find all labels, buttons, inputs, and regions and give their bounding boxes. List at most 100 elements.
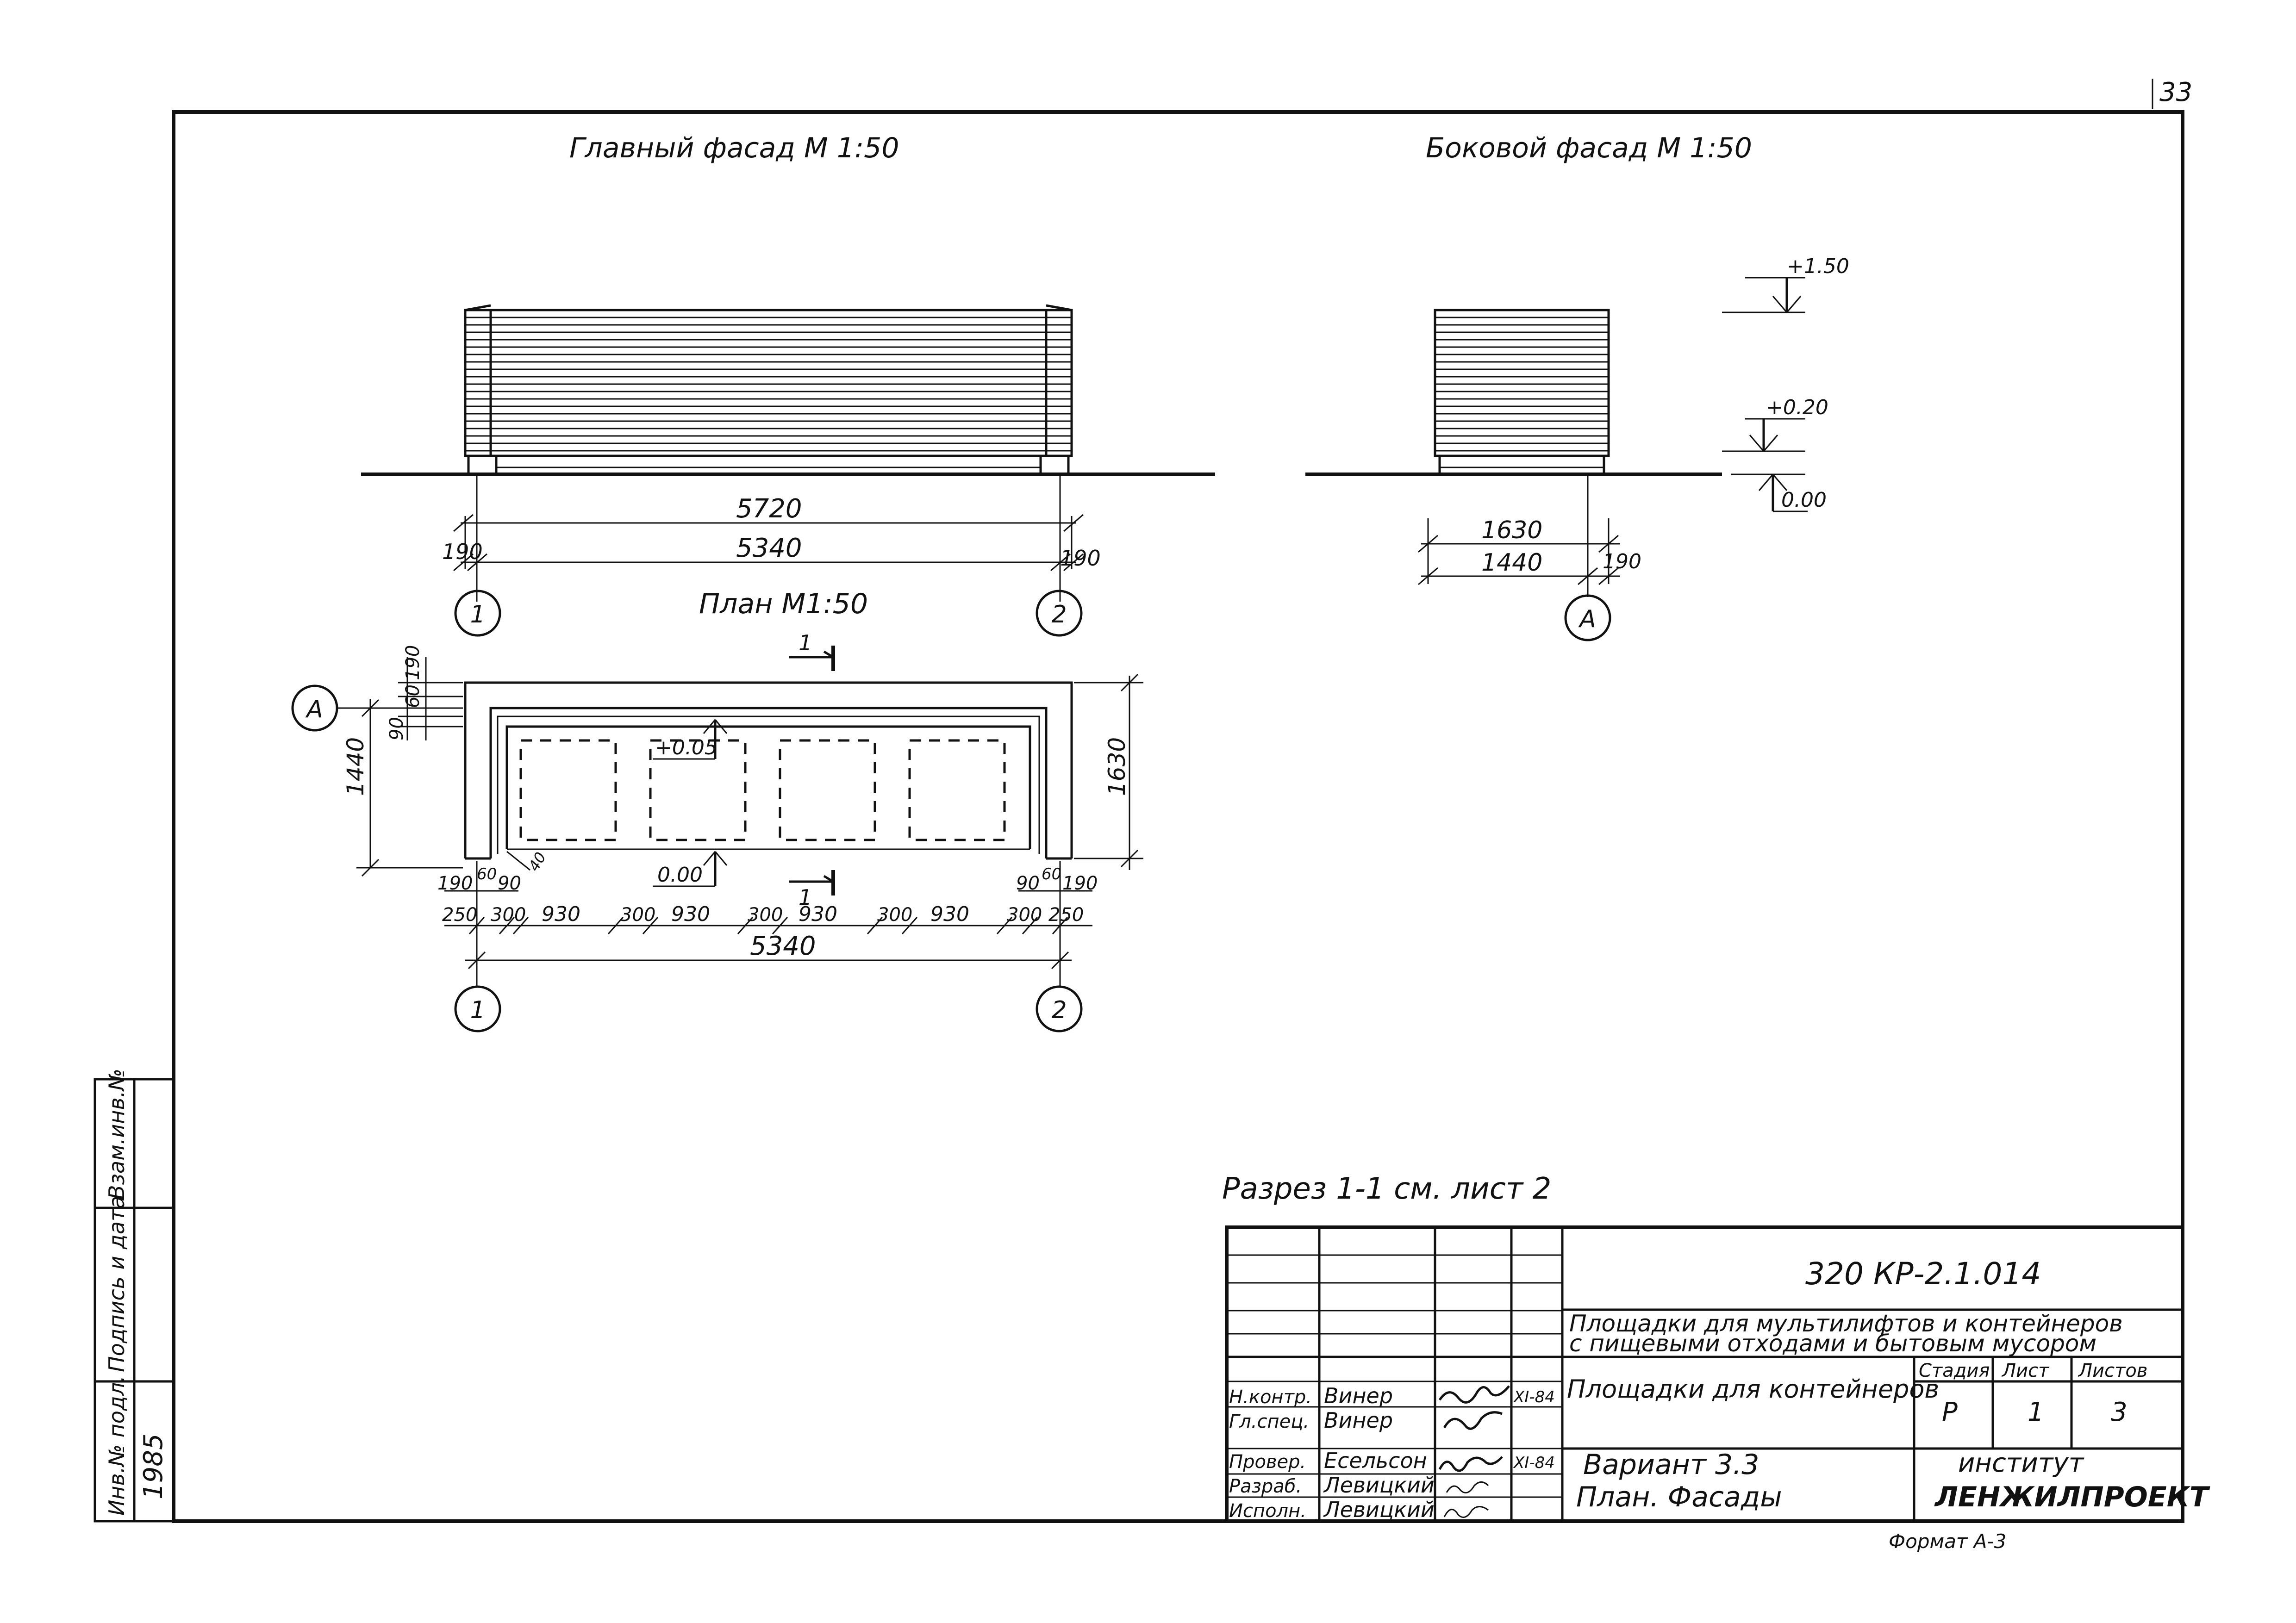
title-block: 320 КР-2.1.014 Площадки для мультилифтов… — [1225, 1225, 2210, 1523]
plan-axis-2: 2 — [1051, 996, 1067, 1024]
main-dim-overall: 5720 — [736, 494, 802, 524]
signature-2 — [1438, 1456, 1503, 1472]
project-line-2: с пищевыми отходами и бытовым мусором — [1569, 1330, 2096, 1357]
side-axis-a: А — [1578, 605, 1596, 633]
plan-axis-a: А — [305, 696, 323, 723]
dimension-tick — [499, 917, 515, 934]
side-elev-top: +1.50 — [1787, 255, 1849, 278]
side-stamp-inv-value: 1985 — [138, 1433, 168, 1499]
dimension-tick — [1022, 917, 1038, 934]
side-dim-inner: 1440 — [1481, 549, 1542, 577]
plan-row1-left-0: 190 — [437, 873, 473, 894]
dimension-tick — [512, 917, 529, 934]
plan-axis-1: 1 — [470, 996, 485, 1024]
org-name: ЛЕНЖИЛПРОЕКТ — [1934, 1481, 2210, 1513]
sheet-no-value: 1 — [2028, 1397, 2044, 1427]
plan-dim-vert-left: 1440 — [342, 737, 369, 796]
section-note: Разрез 1-1 см. лист 2 — [1222, 1172, 1551, 1206]
staff-name-3: Левицкий — [1323, 1473, 1435, 1498]
plan-row1-right-1: 60 — [1042, 865, 1061, 883]
main-facade-title: Главный фасад М 1:50 — [569, 132, 899, 164]
signature-1 — [1443, 1411, 1503, 1430]
variant-line-2: План. Фасады — [1576, 1481, 1782, 1513]
stage-value: Р — [1942, 1397, 1958, 1427]
signature-3 — [1446, 1481, 1489, 1494]
side-elev-mid: +0.20 — [1766, 396, 1828, 419]
staff-role-4: Исполн. — [1229, 1500, 1306, 1522]
main-axis-1: 1 — [470, 601, 485, 628]
plan-row2-3: 300 — [620, 904, 655, 926]
dimension-tick — [996, 917, 1013, 934]
side-stamp: Инв.№ подл. Подпись и дата Взам.инв.№ 19… — [94, 1069, 175, 1523]
institute-label: институт — [1958, 1448, 2084, 1478]
page-number: 33 — [2159, 77, 2192, 107]
plan-row2-6: 930 — [799, 902, 837, 926]
dimension-tick — [772, 917, 788, 934]
plan-row2-0: 250 — [442, 904, 477, 926]
staff-name-0: Винер — [1324, 1383, 1393, 1408]
plan-level-inside: +0.05 — [655, 736, 718, 759]
plan-corner-dim: 40 — [525, 849, 549, 874]
plan-row1-right-2: 190 — [1062, 873, 1098, 894]
staff-date-2: XI-84 — [1513, 1454, 1555, 1472]
plan-left-stack-0: 90 — [386, 717, 407, 740]
main-dim-left-end: 190 — [442, 539, 483, 564]
plan-row2-4: 930 — [671, 902, 710, 926]
plan-level-outside: 0.00 — [657, 863, 703, 887]
plan-row2-2: 930 — [542, 902, 580, 926]
sheet-label: Лист — [2001, 1360, 2050, 1381]
main-dim-inner: 5340 — [736, 533, 802, 563]
plan-view: План М1:50 +0.05 0.00 1 1 — [291, 588, 1143, 1032]
staff-role-1: Гл.спец. — [1229, 1411, 1309, 1432]
signature-4 — [1443, 1506, 1489, 1518]
plan-row2-1: 300 — [491, 904, 526, 926]
staff-name-4: Левицкий — [1323, 1497, 1435, 1522]
sheet-title: Площадки для контейнеров — [1567, 1374, 1939, 1404]
side-dim-end: 190 — [1603, 550, 1641, 573]
dimension-tick — [642, 917, 659, 934]
plan-row1-left-1: 60 — [477, 865, 497, 883]
variant-line-1: Вариант 3.3 — [1583, 1449, 1759, 1481]
main-facade: Главный фасад М 1:50 5720 5340 190 190 — [361, 132, 1215, 637]
side-stamp-label-repl: Взам.инв.№ — [104, 1069, 129, 1200]
side-elev-ground: 0.00 — [1781, 488, 1827, 512]
dimension-tick — [737, 917, 754, 934]
side-facade: Боковой фасад М 1:50 +1.50 +0.20 0.00 — [1305, 132, 1849, 641]
side-stamp-label-inv: Инв.№ подл. — [104, 1375, 129, 1516]
plan-row2-5: 300 — [748, 904, 783, 926]
signature-0 — [1438, 1385, 1510, 1404]
section-mark-top: 1 — [799, 630, 812, 655]
plan-left-stack-1: 60 — [402, 684, 424, 708]
staff-role-3: Разраб. — [1229, 1476, 1302, 1497]
section-mark-bottom: 1 — [799, 885, 812, 910]
plan-row2-10: 250 — [1048, 904, 1084, 926]
plan-dim-vert-right: 1630 — [1104, 737, 1130, 796]
dimension-tick — [867, 917, 883, 934]
plan-row2-9: 300 — [1007, 904, 1042, 926]
dimension-tick — [901, 917, 918, 934]
staff-name-1: Винер — [1324, 1408, 1393, 1433]
plan-dim-overall: 5340 — [750, 931, 816, 961]
staff-name-2: Есельсон — [1324, 1448, 1427, 1473]
drawing-code: 320 КР-2.1.014 — [1805, 1256, 2041, 1292]
dimension-tick — [607, 917, 624, 934]
staff-role-0: Н.контр. — [1229, 1387, 1312, 1408]
plan-row2-8: 930 — [930, 902, 969, 926]
main-axis-2: 2 — [1051, 601, 1067, 628]
plan-title: План М1:50 — [699, 588, 868, 620]
side-stamp-label-sign: Подпись и дата — [104, 1196, 129, 1372]
main-dim-right-end: 190 — [1060, 546, 1101, 571]
side-dim-overall: 1630 — [1481, 516, 1542, 544]
staff-date-0: XI-84 — [1513, 1388, 1555, 1406]
plan-row1-right-0: 90 — [1016, 873, 1040, 894]
format-label: Формат А-3 — [1889, 1530, 2006, 1553]
sheet-frame — [172, 110, 2184, 1523]
sheets-label: Листов — [2078, 1360, 2147, 1381]
project-line-1: Площадки для мультилифтов и контейнеров — [1569, 1310, 2123, 1337]
stage-label: Стадия — [1919, 1360, 1990, 1381]
staff-role-2: Провер. — [1229, 1451, 1306, 1473]
sheets-total-value: 3 — [2111, 1397, 2128, 1427]
plan-left-stack-2: 190 — [402, 645, 424, 680]
side-facade-title: Боковой фасад М 1:50 — [1426, 132, 1752, 164]
